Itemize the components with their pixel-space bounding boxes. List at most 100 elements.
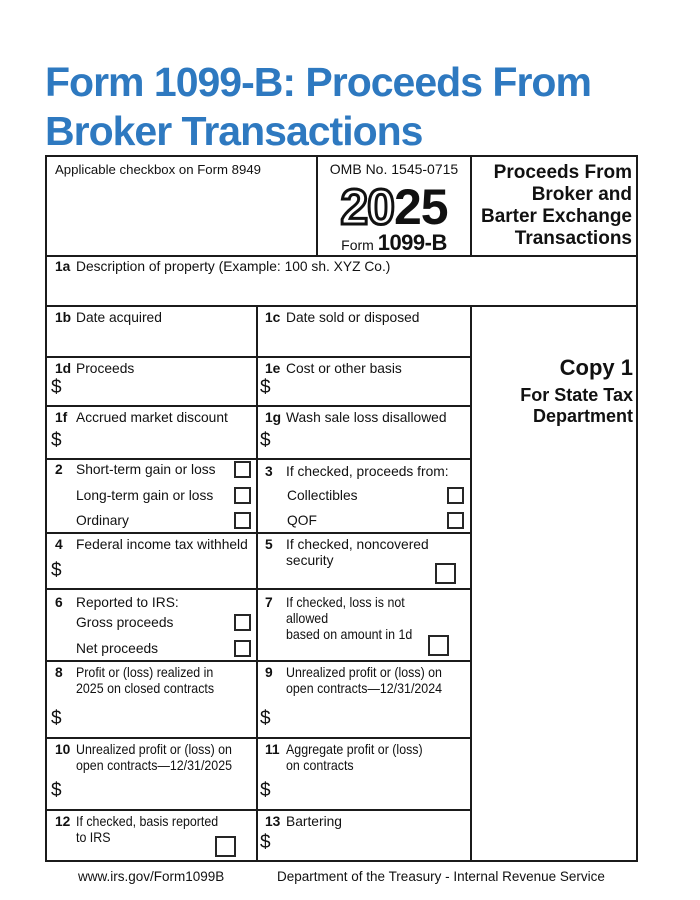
box-9-label: Unrealized profit or (loss) on open cont…: [286, 665, 443, 696]
checkbox-ordinary[interactable]: [234, 512, 251, 529]
box-5: 5 If checked, noncovered security: [265, 537, 465, 569]
box-2-row-short-term: 2 Short-term gain or loss: [55, 461, 251, 478]
box-4-label: Federal income tax withheld: [76, 537, 248, 552]
form-word: Form: [341, 237, 374, 253]
form-title: Proceeds From Broker and Barter Exchange…: [474, 162, 632, 250]
divider-line: [47, 737, 470, 739]
box-1g-number: 1g: [265, 410, 282, 425]
checkbox-short-term[interactable]: [234, 461, 251, 478]
box-4-number: 4: [55, 537, 63, 552]
dollar-sign-10: $: [51, 780, 62, 801]
dollar-sign-1e: $: [260, 377, 271, 398]
box-3-label: If checked, proceeds from:: [286, 464, 449, 479]
box-1c-label: Date sold or disposed: [286, 310, 420, 325]
divider-line: [47, 458, 470, 460]
ordinary-label: Ordinary: [76, 512, 129, 528]
box-1e-label: Cost or other basis: [286, 361, 402, 376]
box-1g: 1g Wash sale loss disallowed: [265, 410, 465, 426]
box-1a-number: 1a: [55, 259, 71, 274]
checkbox-noncovered-security[interactable]: [435, 563, 456, 584]
form-title-line: Transactions: [514, 228, 632, 249]
divider-line: [47, 588, 470, 590]
divider-line: [47, 405, 470, 407]
footer-url: www.irs.gov/Form1099B: [78, 869, 225, 884]
box-1d: 1d Proceeds: [55, 361, 251, 377]
dollar-sign-1f: $: [51, 430, 62, 451]
copy-number: Copy 1: [559, 355, 633, 380]
collectibles-label: Collectibles: [287, 487, 358, 503]
divider-line: [47, 305, 636, 307]
box-2-row-ordinary: Ordinary: [55, 512, 251, 529]
box-1d-label: Proceeds: [76, 361, 135, 376]
box-11-label: Aggregate profit or (loss) on contracts: [286, 742, 423, 773]
box-5-number: 5: [265, 537, 273, 552]
gross-proceeds-label: Gross proceeds: [76, 614, 174, 630]
form-1099b-box: Applicable checkbox on Form 8949 OMB No.…: [45, 155, 638, 862]
long-term-label: Long-term gain or loss: [76, 487, 214, 503]
box-1f-label: Accrued market discount: [76, 410, 228, 425]
box-1g-label: Wash sale loss disallowed: [286, 410, 447, 425]
checkbox-gross-proceeds[interactable]: [234, 614, 251, 631]
dollar-sign-8: $: [51, 708, 62, 729]
box-1d-number: 1d: [55, 361, 72, 376]
form-title-line: Proceeds From: [493, 162, 632, 183]
checkbox-long-term[interactable]: [234, 487, 251, 504]
box-6: 6 Reported to IRS:: [55, 595, 251, 611]
checkbox-qof[interactable]: [447, 512, 464, 529]
divider-line: [470, 157, 472, 255]
box-11-number: 11: [265, 742, 280, 757]
box-1c: 1c Date sold or disposed: [265, 310, 465, 326]
box-3-row-collectibles: Collectibles: [287, 487, 464, 504]
box-1e-number: 1e: [265, 361, 281, 376]
box-2-row-long-term: Long-term gain or loss: [55, 487, 251, 504]
dollar-sign-1g: $: [260, 430, 271, 451]
footer-agency: Department of the Treasury - Internal Re…: [277, 869, 605, 884]
form-number-line: Form 1099-B: [318, 230, 470, 256]
box-7-number: 7: [265, 595, 273, 610]
checkbox-loss-not-allowed[interactable]: [428, 635, 449, 656]
box-6-number: 6: [55, 595, 63, 610]
copy-recipient: For State Tax Department: [470, 385, 633, 427]
page-title: Form 1099-B: Proceeds From Broker Transa…: [45, 59, 592, 155]
box-4: 4 Federal income tax withheld: [55, 537, 255, 553]
form-number: 1099-B: [377, 230, 448, 255]
checkbox-collectibles[interactable]: [447, 487, 464, 504]
box-10-label: Unrealized profit or (loss) on open cont…: [76, 742, 233, 773]
box-7: 7 If checked, loss is not allowed based …: [265, 595, 465, 643]
box-3: 3 If checked, proceeds from:: [265, 464, 465, 480]
applicable-checkbox-label: Applicable checkbox on Form 8949: [55, 162, 261, 177]
box-1b: 1b Date acquired: [55, 310, 251, 326]
copy-recipient-line: For State Tax: [520, 385, 633, 405]
box-1b-label: Date acquired: [76, 310, 162, 325]
omb-number: OMB No. 1545-0715: [329, 161, 459, 177]
box-1c-number: 1c: [265, 310, 281, 325]
divider-line: [256, 305, 258, 860]
checkbox-net-proceeds[interactable]: [234, 640, 251, 657]
divider-line: [47, 356, 470, 358]
tax-year-bold: 25: [394, 179, 449, 235]
divider-line: [316, 157, 318, 255]
box-12: 12 If checked, basis reported to IRS: [55, 814, 251, 846]
qof-label: QOF: [287, 512, 317, 528]
dollar-sign-11: $: [260, 780, 271, 801]
form-title-line: Barter Exchange: [480, 206, 632, 227]
box-12-label: If checked, basis reported to IRS: [76, 814, 219, 845]
box-10: 10 Unrealized profit or (loss) on open c…: [55, 742, 251, 774]
box-13: 13 Bartering: [265, 814, 465, 830]
dollar-sign-1d: $: [51, 377, 62, 398]
box-1f-number: 1f: [55, 410, 68, 425]
dollar-sign-13: $: [260, 832, 271, 853]
net-proceeds-label: Net proceeds: [76, 640, 159, 656]
box-1a: 1a Description of property (Example: 100…: [55, 259, 615, 275]
box-6-row-gross: Gross proceeds: [55, 614, 251, 631]
box-5-label: If checked, noncovered security: [286, 537, 429, 568]
box-6-label: Reported to IRS:: [76, 595, 179, 610]
box-11: 11 Aggregate profit or (loss) on contrac…: [265, 742, 465, 774]
divider-line: [470, 305, 472, 860]
checkbox-basis-reported[interactable]: [215, 836, 236, 857]
box-8-label: Profit or (loss) realized in 2025 on clo…: [76, 665, 215, 696]
dollar-sign-9: $: [260, 708, 271, 729]
box-10-number: 10: [55, 742, 71, 757]
copy-recipient-line: Department: [532, 406, 633, 426]
